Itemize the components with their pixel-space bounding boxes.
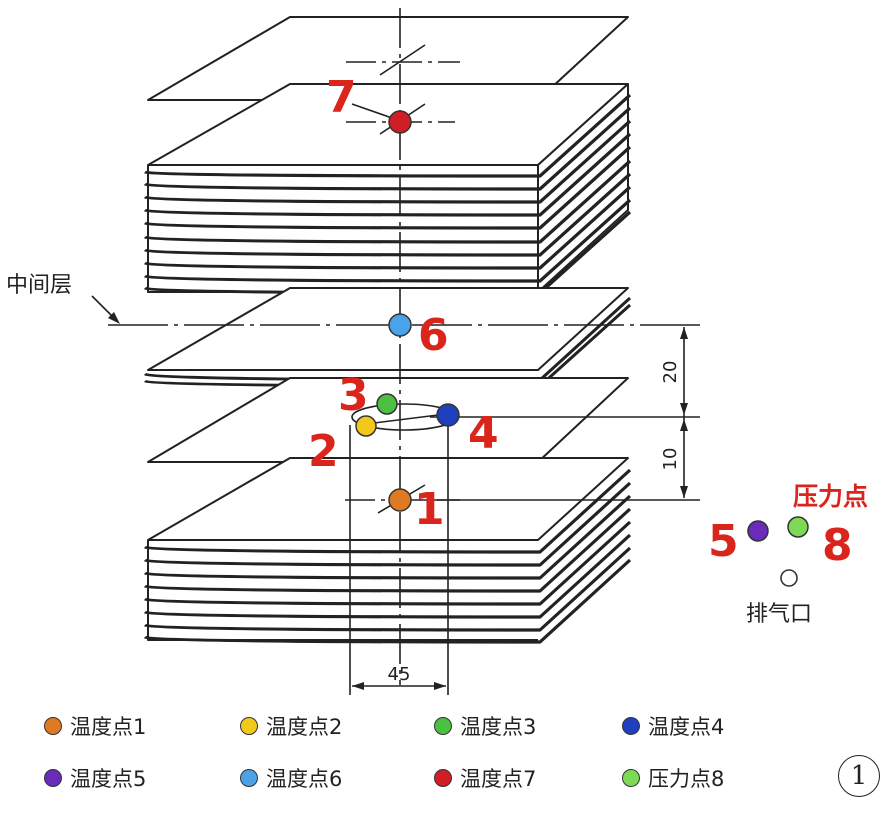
- pressure-points-label: 压力点: [793, 482, 868, 511]
- legend-item: 压力点8: [622, 760, 724, 796]
- legend-item: 温度点3: [434, 708, 536, 744]
- vent-dot: [780, 569, 798, 587]
- lower-stack: [143, 457, 632, 644]
- middle-layer-label: 中间层: [6, 273, 72, 298]
- legend-label: 温度点1: [70, 715, 147, 739]
- point-3-label: 3: [338, 370, 369, 421]
- legend-swatch: [44, 769, 62, 787]
- dim-10-label: 10: [660, 448, 681, 471]
- point-6-dot: [388, 313, 412, 337]
- point-7-label: 7: [326, 72, 357, 123]
- legend-swatch: [240, 717, 258, 735]
- point-2-label: 2: [308, 426, 339, 477]
- legend-item: 温度点1: [44, 708, 146, 744]
- point-6-label: 6: [418, 310, 449, 361]
- dim-20-label: 20: [660, 361, 681, 384]
- legend-swatch: [622, 717, 640, 735]
- legend-label: 温度点6: [266, 767, 343, 791]
- point-1-label: 1: [414, 484, 445, 535]
- upper-stack: [143, 83, 632, 295]
- legend-swatch: [434, 769, 452, 787]
- legend-label: 温度点5: [70, 767, 147, 791]
- point-5-label: 5: [708, 516, 739, 567]
- point-4-label: 4: [468, 408, 499, 459]
- figure-number: 1: [838, 755, 880, 797]
- legend: 温度点1 温度点2 温度点3 温度点4 温度点5 温度点6 温度点7 压力点8: [44, 708, 824, 808]
- legend-item: 温度点2: [240, 708, 342, 744]
- legend-item: 温度点7: [434, 760, 536, 796]
- point-8-dot: [787, 516, 809, 538]
- point-3-dot: [376, 393, 398, 415]
- legend-item: 温度点4: [622, 708, 724, 744]
- sensor-sheet: [147, 377, 629, 463]
- legend-label: 温度点3: [460, 715, 537, 739]
- legend-swatch: [240, 769, 258, 787]
- point-8-label: 8: [822, 520, 853, 571]
- legend-label: 温度点7: [460, 767, 537, 791]
- vent-label: 排气口: [746, 602, 812, 627]
- legend-label: 温度点2: [266, 715, 343, 739]
- legend-label: 压力点8: [648, 767, 725, 791]
- middle-layer-sheets: [143, 287, 632, 388]
- legend-label: 温度点4: [648, 715, 725, 739]
- legend-item: 温度点5: [44, 760, 146, 796]
- point-1-dot: [388, 488, 412, 512]
- legend-item: 温度点6: [240, 760, 342, 796]
- point-5-dot: [747, 520, 769, 542]
- point-2-dot: [355, 415, 377, 437]
- point-4-dot: [436, 403, 460, 427]
- legend-swatch: [44, 717, 62, 735]
- legend-swatch: [622, 769, 640, 787]
- dim-45-label: 45: [388, 664, 411, 685]
- legend-swatch: [434, 717, 452, 735]
- point-7-dot: [388, 110, 412, 134]
